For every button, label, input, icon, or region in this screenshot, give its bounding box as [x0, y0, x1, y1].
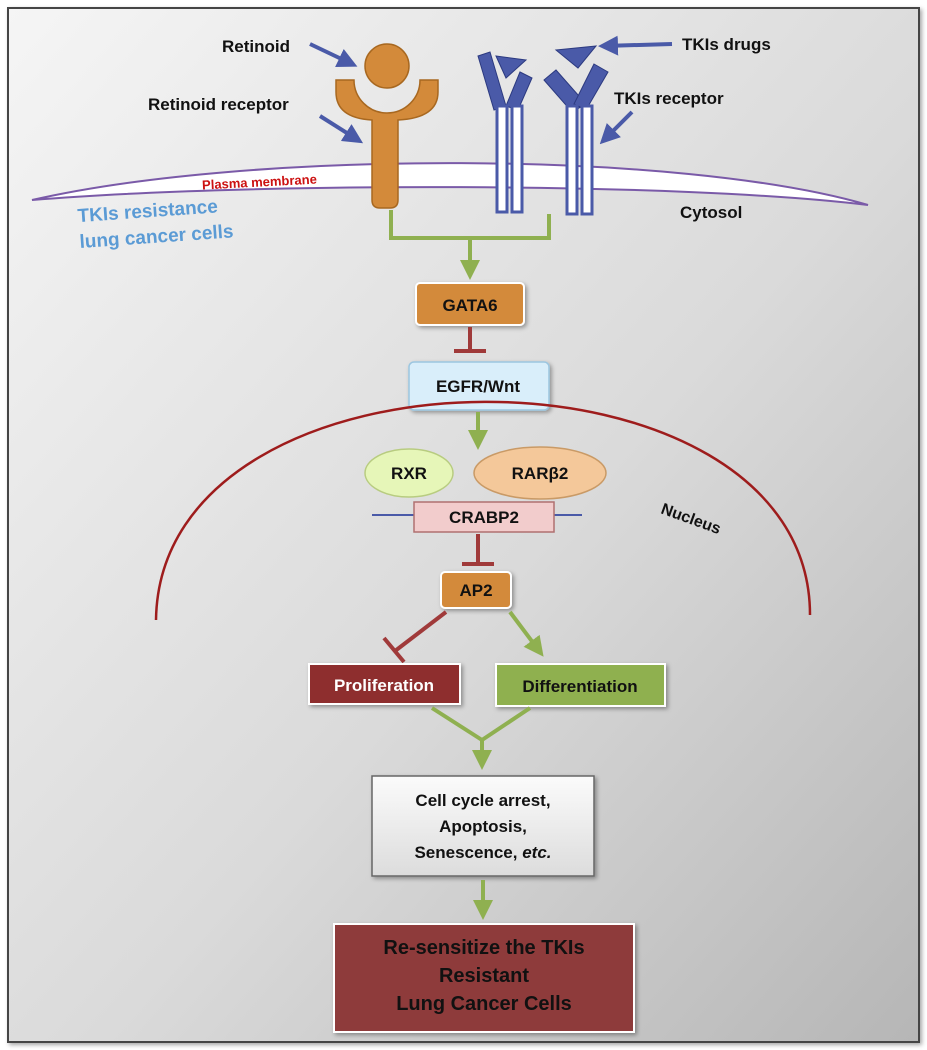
outcome-line3-etc: etc.	[522, 843, 551, 862]
tki-receptor-stalk-a	[565, 104, 579, 216]
proliferation-node	[308, 663, 461, 705]
retinoid-ligand-icon	[364, 43, 410, 89]
gata6-node	[415, 282, 525, 326]
differentiation-node	[495, 663, 666, 707]
rarb2-node	[473, 446, 607, 500]
retinoid-pointer-arrow	[309, 42, 358, 68]
tki-receptor-stalk-b	[510, 104, 524, 214]
outcome-line3-text: Senescence,	[414, 843, 522, 862]
outcome-line3: Senescence, etc.	[414, 843, 551, 862]
rarb2-label: RARβ2	[512, 464, 569, 483]
crabp2-node	[413, 501, 555, 533]
final-line3: Lung Cancer Cells	[396, 993, 572, 1015]
tki-drug-icon	[495, 55, 528, 79]
final-line1: Re-sensitize the TKIs	[383, 937, 584, 959]
cytosol-label: Cytosol	[680, 203, 742, 222]
crabp2-label: CRABP2	[449, 508, 519, 527]
gata6-label: GATA6	[442, 296, 497, 315]
outcome-line1: Cell cycle arrest,	[415, 791, 550, 810]
rxr-node	[364, 448, 454, 498]
retinoid-label: Retinoid	[222, 37, 290, 56]
retinoid-receptor-cup-icon	[335, 79, 439, 209]
differentiation-merge-connector	[480, 706, 532, 742]
differentiation-label: Differentiation	[522, 677, 637, 696]
egfr-wnt-node	[408, 361, 550, 411]
ap2-activates-differentiation-arrow	[508, 610, 544, 657]
tkis-receptor-label: TKIs receptor	[614, 89, 724, 108]
tkis-drugs-label: TKIs drugs	[682, 35, 771, 54]
proliferation-label: Proliferation	[334, 676, 434, 695]
retinoid-receptor-pointer-arrow	[318, 114, 364, 144]
tki-receptor-stalk-b	[580, 104, 594, 216]
rxr-label: RXR	[391, 464, 427, 483]
tkis-drugs-pointer-arrow	[598, 35, 673, 56]
proliferation-merge-connector	[430, 706, 484, 742]
ap2-label: AP2	[459, 581, 492, 600]
ap2-node	[440, 571, 512, 609]
retinoid-receptor	[335, 43, 439, 209]
tki-receptor-stalk-a	[495, 104, 509, 214]
plasma-membrane	[31, 162, 869, 206]
retinoid-receptor-label: Retinoid receptor	[148, 95, 289, 114]
ap2-inhibits-proliferation-line	[393, 610, 448, 653]
plasma-membrane-label: Plasma membrane	[202, 172, 318, 193]
tki-drug-icon	[554, 45, 598, 69]
nucleus-envelope	[154, 400, 812, 621]
ap2-inhibits-proliferation-bar	[382, 636, 406, 664]
egfr-wnt-label: EGFR/Wnt	[436, 377, 520, 396]
tkis-receptor-pointer-arrow	[599, 110, 634, 145]
final-outcome-node	[333, 923, 635, 1033]
outcome-line2: Apoptosis,	[439, 817, 527, 836]
tki-receptor-left	[477, 51, 533, 214]
tki-receptor-right	[543, 45, 609, 216]
final-line2: Resistant	[439, 965, 529, 987]
outcome-node	[371, 775, 595, 877]
